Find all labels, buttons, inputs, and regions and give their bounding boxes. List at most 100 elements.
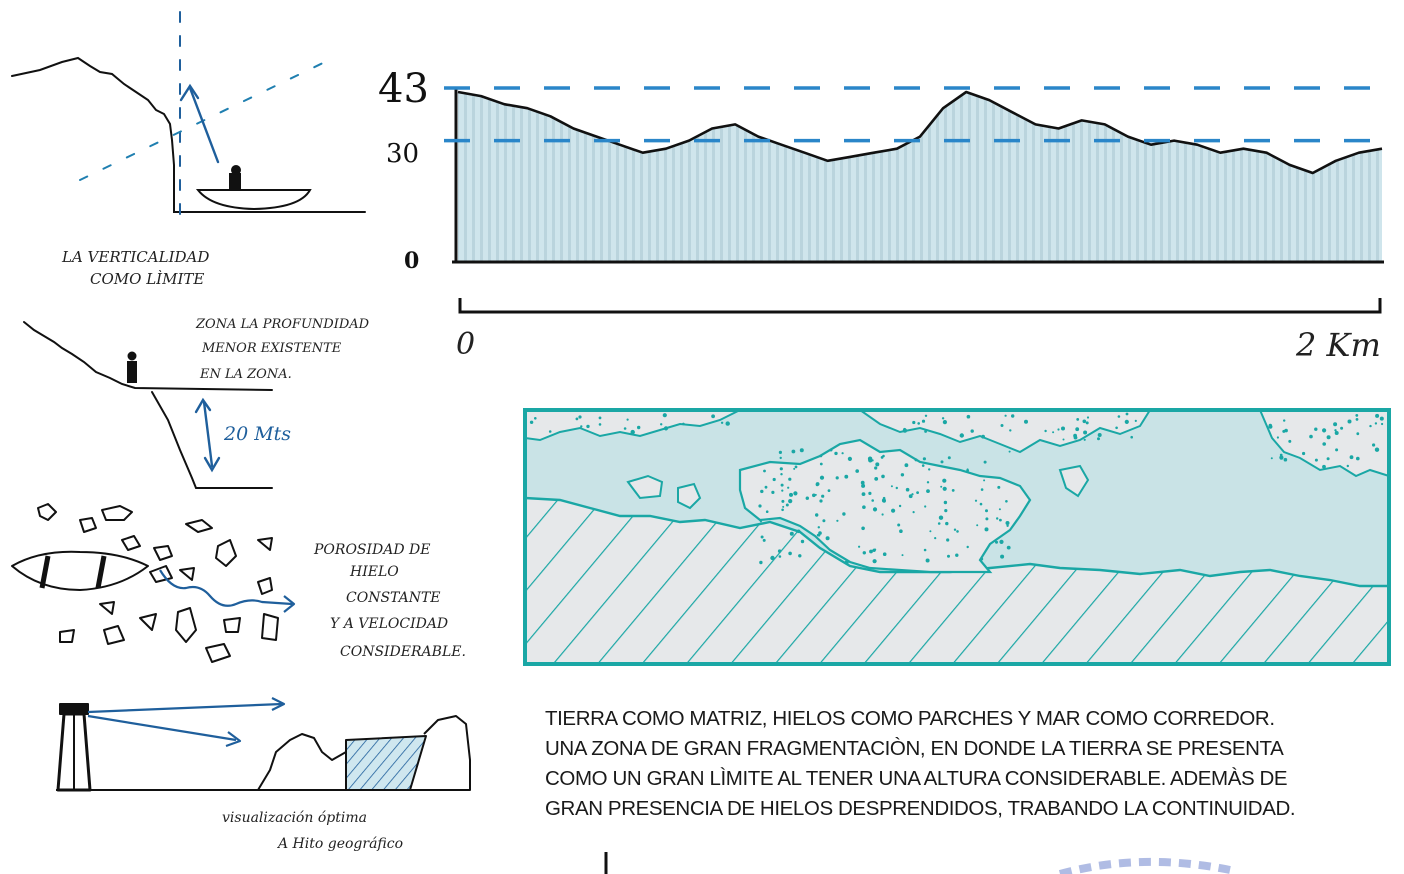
ice-dot [1372, 443, 1376, 447]
ice-dot [682, 422, 685, 426]
ice-dot [937, 522, 941, 525]
ice-dot [1115, 426, 1118, 430]
ice-dot [1085, 421, 1089, 425]
ice-dot [1083, 430, 1088, 435]
ice-dot [1314, 427, 1318, 431]
ice-dot [860, 480, 865, 485]
porosity-sketch [11, 503, 296, 663]
ice-dot [891, 508, 896, 513]
ice-dot [944, 509, 948, 513]
porosity-label-line4: Y A VELOCIDAD [330, 616, 448, 632]
ice-piece [153, 545, 173, 561]
ice-dot [799, 448, 804, 453]
ice-dot [1375, 413, 1380, 418]
seabed-profile [151, 391, 273, 489]
sight-arrow-lower [87, 714, 237, 742]
ice-dot [575, 417, 579, 421]
ice-dot [1288, 439, 1292, 443]
ice-piece [99, 601, 115, 615]
porosity-label-line5: CONSIDERABLE. [340, 644, 466, 660]
ice-dot [780, 473, 783, 476]
ice-dot [874, 466, 878, 470]
ice-dot [825, 536, 830, 541]
land-matrix [523, 496, 1391, 666]
ice-dot [1073, 435, 1078, 440]
ice-dot [778, 450, 783, 454]
ice-dot [586, 424, 590, 429]
ice-dot [875, 462, 880, 467]
ice-dot [995, 540, 998, 544]
depth-label-line3: EN LA ZONA. [199, 367, 292, 382]
ice-dot [788, 551, 792, 556]
ice-piece [261, 613, 279, 641]
ice-dot [758, 504, 762, 508]
depth-label-line2: MENOR EXISTENTE [201, 341, 342, 356]
ice-dot [943, 500, 948, 505]
ice-dot [917, 422, 920, 425]
ice-dot [912, 420, 916, 425]
ice-dot [1134, 419, 1137, 422]
ice-dot [789, 492, 793, 497]
ice-dot [1270, 457, 1273, 460]
ice-dot [1356, 432, 1360, 436]
ice-dot [1006, 524, 1009, 527]
ice-dot [916, 491, 919, 494]
rock-right [412, 715, 471, 791]
ice-dot [791, 449, 796, 454]
porosity-label-line1: POROSIDAD DE [313, 542, 431, 558]
ice-dot [980, 488, 984, 491]
ice-dot [578, 415, 582, 419]
ice-dot [861, 526, 865, 531]
ice-dot [1283, 457, 1288, 462]
ice-boat [11, 550, 149, 591]
ice-dot [934, 537, 937, 540]
ice-piece [223, 617, 241, 633]
caption-line3: COMO UN GRAN LÌMITE AL TENER UNA ALTURA … [545, 767, 1288, 790]
ice-dot [822, 519, 826, 523]
ice-dot [1000, 554, 1005, 559]
ice-dot [956, 530, 959, 533]
ice-piece [79, 517, 97, 533]
ice-dot [924, 430, 927, 433]
ice-dot [970, 429, 974, 433]
ice-dot [862, 505, 866, 510]
ice-dot [861, 492, 866, 496]
ice-dot [844, 474, 849, 479]
ice-dot [922, 457, 927, 461]
ice-dot [548, 430, 552, 433]
elevation-profile-chart: 43 30 0 0 2 Km [378, 66, 1384, 364]
landmark [345, 735, 427, 791]
ice-dot [997, 485, 1001, 489]
ice-dot [844, 560, 849, 565]
ice-dot [1024, 419, 1028, 424]
ice-dot [623, 427, 627, 430]
ice-dot [798, 554, 802, 558]
ice-dot [924, 414, 928, 417]
ice-dot [760, 489, 764, 494]
ice-dot [787, 486, 790, 489]
ice-dot [782, 505, 785, 508]
ice-dot [1334, 429, 1337, 432]
ice-dot [1347, 419, 1352, 424]
ice-dot [725, 421, 730, 426]
ice-dot [1322, 464, 1326, 469]
ice-dot [942, 420, 948, 425]
ice-piece [257, 577, 273, 595]
ice-dot [836, 519, 839, 522]
ice-dot [996, 517, 999, 520]
ice-dot [1097, 433, 1102, 437]
sight-arrow-upper [87, 702, 283, 714]
ice-dot [1326, 435, 1331, 440]
ice-dot [534, 417, 537, 420]
ice-dot [904, 463, 909, 468]
boat-figure [229, 173, 241, 191]
bottom-blue-arc [1058, 857, 1231, 874]
ice-dot [895, 486, 898, 490]
ice-dot [1279, 455, 1284, 460]
coast-profile [23, 321, 273, 391]
caption-line1: TIERRA COMO MATRIZ, HIELOS COMO PARCHES … [545, 707, 1275, 730]
ice-dot [1356, 456, 1360, 461]
ice-dot [720, 421, 724, 424]
ice-dot [815, 513, 819, 517]
ice-piece [175, 607, 197, 643]
